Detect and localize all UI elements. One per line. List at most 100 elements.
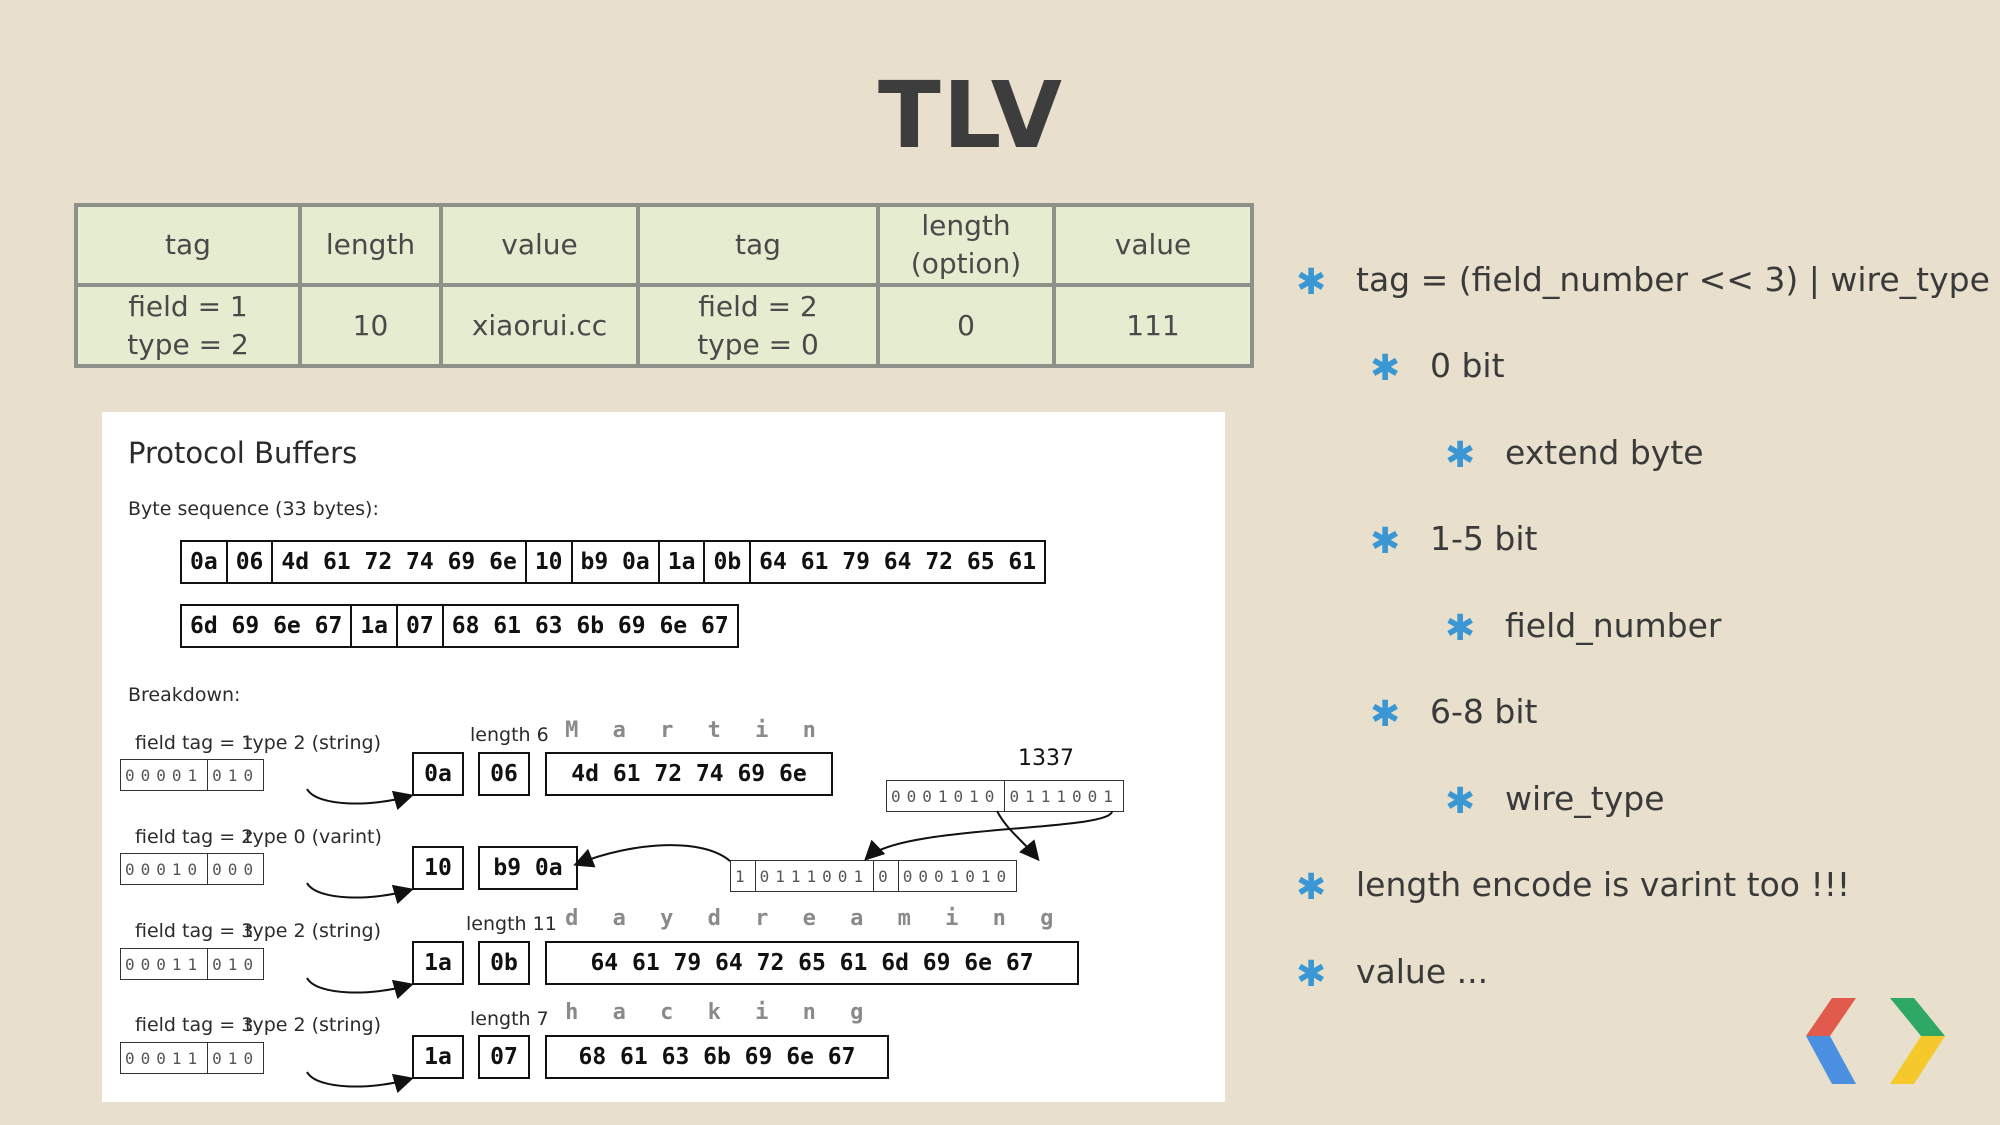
- arrow-varint-high: [864, 810, 1113, 861]
- bullet-text: 6-8 bit: [1430, 692, 1538, 731]
- decoded-letter: i: [755, 1000, 769, 1025]
- field-type-label: type 2 (string): [245, 1014, 381, 1036]
- byte-cell: 0b: [703, 542, 749, 582]
- code-brackets-logo-icon: [1806, 998, 1945, 1084]
- tlv-header-tag-2: tag: [636, 203, 880, 287]
- value-bytes-box: 68 61 63 6b 69 6e 67: [545, 1035, 889, 1079]
- wire-type-bits: 000: [207, 854, 263, 884]
- varint-bits: 0001010: [891, 786, 1001, 806]
- asterisk-icon: ✱: [1445, 435, 1476, 476]
- protobuf-diagram-panel: Protocol Buffers Byte sequence (33 bytes…: [102, 412, 1225, 1102]
- length-label: length 7: [470, 1008, 549, 1030]
- arrow-varint-low: [996, 810, 1040, 862]
- arrow-tag-4: [306, 1071, 414, 1094]
- decoded-letter: d: [565, 906, 579, 931]
- length-label: length 6: [470, 724, 549, 746]
- tlv-header-length-option: length(option): [876, 203, 1056, 287]
- byte-cell: 1a: [350, 606, 396, 646]
- byte-cell: 1a: [657, 542, 704, 582]
- asterisk-icon: ✱: [1296, 867, 1327, 908]
- bullet-text: tag = (field_number << 3) | wire_type: [1356, 260, 1990, 299]
- field-tag-label: field tag = 3: [135, 1014, 254, 1036]
- byte-cell: b9 0a: [570, 542, 658, 582]
- varint-value-box: b9 0a: [478, 846, 578, 890]
- bullet-text: extend byte: [1505, 433, 1704, 472]
- decoded-letter: a: [612, 1000, 626, 1025]
- varint-bits: 0111001: [1004, 781, 1122, 811]
- decoded-letter: r: [660, 718, 674, 743]
- byte-cell: 4d 61 72 74 69 6e: [271, 542, 524, 582]
- continuation-bit: 1: [735, 866, 751, 886]
- tlv-cell-value-2: 111: [1052, 283, 1254, 368]
- tag-bits: 00011 010: [120, 948, 265, 980]
- byte-cell: 64 61 79 64 72 65 61: [749, 542, 1044, 582]
- tag-bits: 00010 000: [120, 853, 265, 885]
- arrow-tag-2: [306, 882, 414, 905]
- tag-bits: 00011 010: [120, 1042, 265, 1074]
- decoded-letter: M: [565, 718, 579, 743]
- decoded-letter: n: [992, 906, 1006, 931]
- value-bytes-box: 64 61 79 64 72 65 61 6d 69 6e 67: [545, 941, 1079, 985]
- byte-sequence-row-1: 0a 06 4d 61 72 74 69 6e 10 b9 0a 1a 0b 6…: [180, 540, 1047, 584]
- tlv-header-value: value: [439, 203, 640, 287]
- decoded-letter: a: [612, 718, 626, 743]
- varint-decimal-value: 1337: [1018, 746, 1074, 771]
- decoded-letter: a: [612, 906, 626, 931]
- decoded-letter: g: [850, 1000, 864, 1025]
- asterisk-icon: ✱: [1296, 262, 1327, 303]
- bullet-text: 0 bit: [1430, 346, 1505, 385]
- tlv-header-value-2: value: [1052, 203, 1254, 287]
- field-number-bits: 00010: [125, 859, 204, 879]
- arrow-tag-3: [306, 977, 414, 1000]
- arrow-varint-to-value: [573, 844, 731, 868]
- tlv-cell-length-2: 0: [876, 283, 1056, 368]
- tlv-table: tag length value tag length(option) valu…: [74, 203, 1254, 368]
- length-byte-box: 06: [478, 752, 530, 796]
- byte-cell: 68 61 63 6b 69 6e 67: [441, 606, 737, 646]
- continuation-bit: 0: [873, 861, 898, 891]
- connector-arrows: [306, 788, 1113, 1094]
- asterisk-icon: ✱: [1370, 694, 1401, 735]
- byte-cell: 0a: [190, 549, 218, 575]
- panel-title: Protocol Buffers: [128, 436, 358, 470]
- decoded-letter: e: [802, 906, 816, 931]
- bullet-text: wire_type: [1505, 779, 1665, 818]
- value-bytes-box: 4d 61 72 74 69 6e: [545, 752, 833, 796]
- decoded-letter: a: [850, 906, 864, 931]
- tlv-header-tag: tag: [74, 203, 302, 287]
- asterisk-icon: ✱: [1370, 348, 1401, 389]
- asterisk-icon: ✱: [1296, 954, 1327, 995]
- length-byte-box: 07: [478, 1035, 530, 1079]
- field-number-bits: 00001: [125, 765, 204, 785]
- tag-byte-box: 0a: [412, 752, 464, 796]
- wire-type-bits: 010: [207, 1043, 263, 1073]
- bullet-text: field_number: [1505, 606, 1722, 645]
- length-label: length 11: [466, 913, 557, 935]
- field-type-label: type 2 (string): [245, 920, 381, 942]
- decoded-letter: n: [802, 718, 816, 743]
- decoded-letter: c: [660, 1000, 674, 1025]
- wire-type-bits: 010: [207, 949, 263, 979]
- tlv-cell-value-1: xiaorui.cc: [439, 283, 640, 368]
- byte-cell: 07: [396, 606, 442, 646]
- bullet-text: value ...: [1356, 952, 1489, 991]
- asterisk-icon: ✱: [1370, 521, 1401, 562]
- decoded-letter: d: [707, 906, 721, 931]
- decoded-letter: h: [565, 1000, 579, 1025]
- tlv-header-row: tag length value tag length(option) valu…: [74, 203, 1254, 287]
- tag-byte-box: 1a: [412, 1035, 464, 1079]
- byte-cell: 06: [225, 542, 272, 582]
- field-tag-label: field tag = 3: [135, 920, 254, 942]
- byte-sequence-row-2: 6d 69 6e 67 1a 07 68 61 63 6b 69 6e 67: [180, 604, 739, 648]
- varint-bits: 0001010: [897, 861, 1016, 891]
- decoded-letter: i: [945, 906, 959, 931]
- decoded-letter: y: [660, 906, 674, 931]
- field-tag-label: field tag = 2: [135, 826, 254, 848]
- varint-bits: 0111001: [754, 861, 873, 891]
- byte-cell: 6d 69 6e 67: [190, 613, 343, 639]
- byte-sequence-label: Byte sequence (33 bytes):: [128, 498, 379, 520]
